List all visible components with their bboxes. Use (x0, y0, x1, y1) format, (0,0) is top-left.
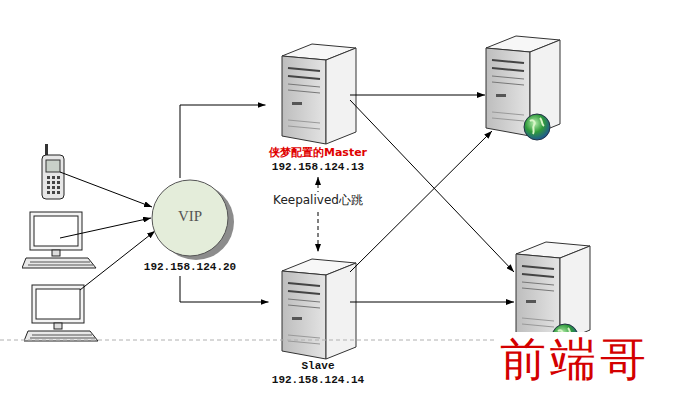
forward-arrow (350, 100, 514, 272)
ip-address: 192.158.124.13 (266, 160, 371, 174)
page-break-line (0, 340, 495, 341)
server-node: 侠梦配置的Master192.158.124.13 (266, 40, 371, 174)
server-icon (282, 44, 356, 144)
vip-circle: VIP 192.158.124.20 (142, 178, 238, 276)
computer-icon (22, 212, 96, 268)
route-arrow (180, 276, 269, 302)
server-name: Slave (269, 359, 368, 373)
edge-label: Keepalived心跳 (271, 192, 365, 209)
server-node: Slave192.158.124.14 (269, 255, 368, 387)
ip-address: 192.158.124.14 (269, 373, 368, 387)
server-icon (282, 259, 356, 359)
ip-address: 192.158.124.20 (142, 260, 238, 274)
web-server-icon (516, 242, 590, 342)
client-arrow (80, 231, 155, 290)
client-arrow (60, 218, 151, 238)
forward-arrow (350, 302, 514, 303)
phone-icon (42, 144, 64, 199)
heartbeat-link (318, 177, 319, 252)
route-arrow (180, 105, 266, 178)
computer-icon (24, 285, 98, 341)
client-arrow (60, 172, 152, 207)
vip-label: VIP (142, 208, 238, 225)
globe-icon (524, 114, 550, 140)
forward-arrow (350, 131, 492, 272)
watermark: 前端哥 (500, 332, 650, 386)
server-name: 侠梦配置的Master (266, 146, 371, 160)
forward-arrow (350, 95, 485, 96)
